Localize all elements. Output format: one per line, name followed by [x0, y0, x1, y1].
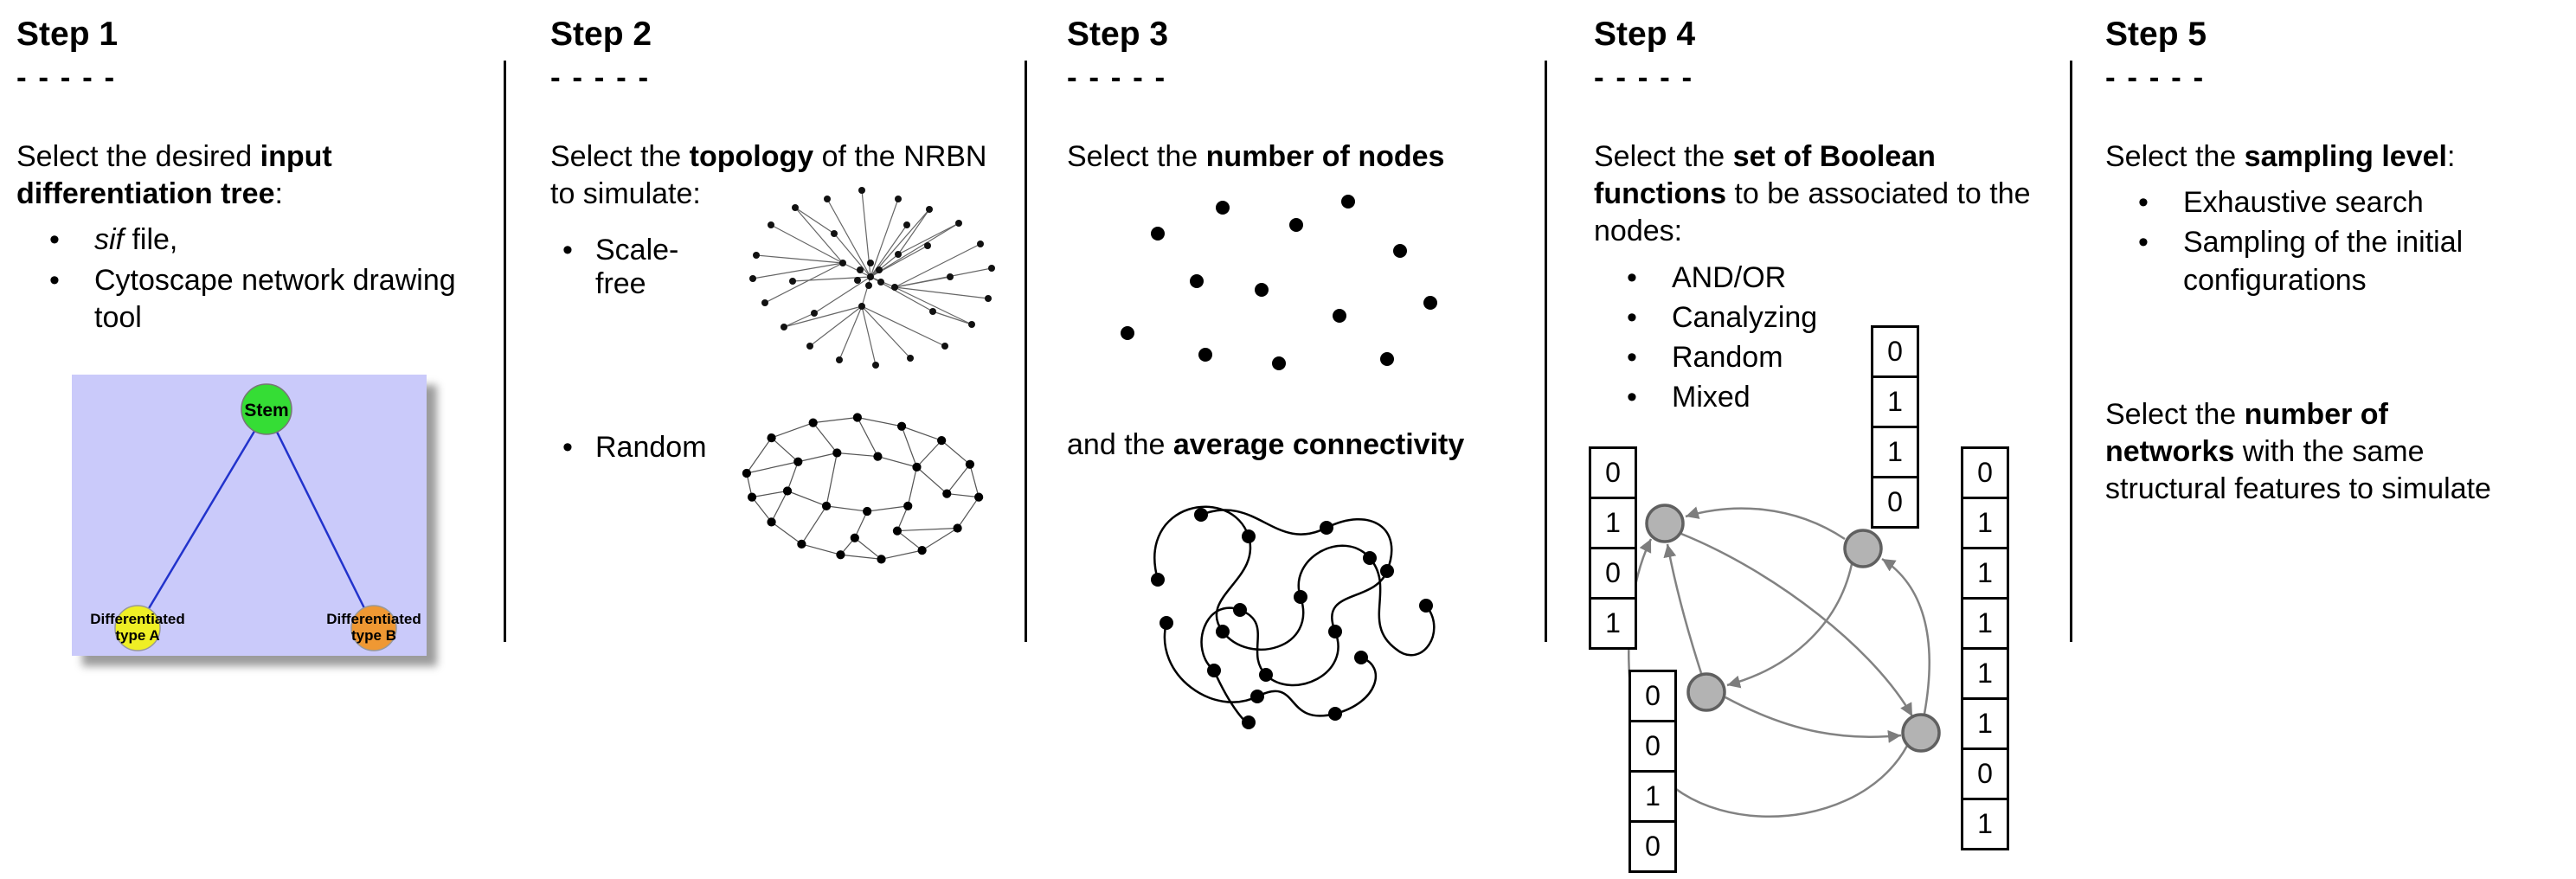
divider-2	[1025, 61, 1027, 642]
boolean-node-1	[1645, 504, 1685, 543]
step-1-title: Step 1	[16, 16, 119, 53]
tree-edge-stem-to-a	[136, 410, 268, 628]
boolean-network-figure: 0 1 0 1 0 1 1 0 0 0 1 0 0 1 1 1 1 1 0 1	[1589, 325, 2027, 879]
step-2-scale-free-row: Scale-free	[550, 187, 1013, 382]
truth-table-cell: 1	[1961, 597, 2009, 651]
nodes-dots-graphic	[1121, 195, 1437, 371]
truth-table-cell: 1	[1961, 547, 2009, 600]
step-3-column: Step 3 - - - - - Select the number of no…	[1067, 16, 1539, 735]
truth-table-cell: 0	[1589, 547, 1637, 600]
step-5-bullet-exhaustive: Exhaustive search	[2138, 184, 2573, 221]
stem-node-label: Stem	[244, 401, 288, 420]
truth-table-cell: 0	[1628, 820, 1677, 874]
step-1-bullet-sif-file: sif file,	[49, 221, 484, 259]
truth-table-cell: 0	[1628, 670, 1677, 723]
step-5-dash-line: - - - - -	[2105, 61, 2206, 94]
step-1-intro: Select the desired input differentiation…	[16, 140, 332, 211]
step-2-column: Step 2 - - - - - Select the topology of …	[550, 16, 1013, 584]
truth-table-cell: 0	[1961, 446, 2009, 500]
truth-table-bottom-left: 0 0 1 0	[1628, 670, 1677, 874]
truth-table-cell: 1	[1871, 426, 1919, 479]
type-a-label-line1: Differentiated	[90, 611, 185, 627]
boolean-node-2	[1843, 529, 1883, 568]
step-5-second-paragraph: Select the number of networks with the s…	[2105, 397, 2491, 506]
boolean-node-4	[1901, 713, 1941, 753]
step-3-line1: Select the number of nodes	[1067, 140, 1445, 173]
step-2-bullet-scale-free: Scale-free	[550, 234, 728, 301]
connectivity-graphic	[1151, 505, 1436, 730]
step-2-intro: Select the topology of the NRBN to simul…	[550, 140, 987, 211]
tree-edge-stem-to-b	[265, 410, 376, 628]
step-2-dash-line: - - - - -	[550, 61, 651, 94]
truth-table-cell: 1	[1589, 597, 1637, 651]
step-3-dash-line: - - - - -	[1067, 61, 1167, 94]
type-b-node	[350, 605, 397, 651]
type-b-label-line1: Differentiated	[326, 611, 421, 627]
step-2-title: Step 2	[550, 16, 652, 53]
step-5-column: Step 5 - - - - - Select the sampling lev…	[2105, 16, 2573, 508]
divider-1	[504, 61, 506, 642]
truth-table-cell: 1	[1961, 497, 2009, 550]
truth-table-cell: 0	[1871, 325, 1919, 379]
step-4-column: Step 4 - - - - - Select the set of Boole…	[1589, 16, 2052, 879]
truth-table-cell: 1	[1871, 375, 1919, 429]
truth-table-cell: 0	[1628, 720, 1677, 773]
step-5-bullet-sampling: Sampling of the initial configurations	[2138, 224, 2573, 298]
step-5-bullet-list: Exhaustive search Sampling of the initia…	[2105, 184, 2573, 299]
truth-table-top: 0 1 1 0	[1871, 325, 1919, 529]
truth-table-cell: 1	[1589, 497, 1637, 550]
truth-table-cell: 1	[1961, 647, 2009, 701]
stem-node	[241, 383, 292, 435]
step-3-line2: and the average connectivity	[1067, 428, 1465, 462]
step-4-bullet-list: AND/OR Canalyzing Random Mixed	[1594, 260, 2052, 417]
step-4-title: Step 4	[1594, 16, 1696, 53]
type-a-label-line2: type A	[115, 627, 159, 644]
truth-table-right: 0 1 1 1 1 1 0 1	[1961, 446, 2009, 851]
scale-free-network-graphic	[749, 187, 995, 369]
step-4-bullet-mixed: Mixed	[1627, 379, 2052, 416]
step-3-title: Step 3	[1067, 16, 1169, 53]
random-network-graphic	[742, 413, 984, 564]
step-1-bullet-list: sif file, Cytoscape network drawing tool	[16, 221, 484, 337]
truth-table-cell: 1	[1961, 798, 2009, 851]
step-4-bullet-and-or: AND/OR	[1627, 260, 2052, 297]
step-4-bullet-canalyzing: Canalyzing	[1627, 299, 2052, 337]
boolean-node-3	[1686, 672, 1726, 712]
truth-table-cell: 0	[1961, 747, 2009, 801]
step-4-intro: Select the set of Boolean functions to b…	[1594, 140, 2031, 248]
step-1-dash-line: - - - - -	[16, 61, 117, 94]
type-b-label-line2: type B	[351, 627, 396, 644]
step-1-bullet-cytoscape: Cytoscape network drawing tool	[49, 262, 484, 337]
step-2-bullet-random: Random	[550, 431, 728, 465]
divider-3	[1545, 61, 1547, 642]
truth-table-left: 0 1 0 1	[1589, 446, 1637, 651]
differentiation-tree-graphic: Stem Differentiated type A Differentiate…	[90, 383, 421, 651]
step-5-title: Step 5	[2105, 16, 2207, 53]
truth-table-cell: 0	[1871, 476, 1919, 529]
step-4-dash-line: - - - - -	[1594, 61, 1694, 94]
divider-4	[2070, 61, 2072, 642]
type-a-node	[114, 605, 161, 651]
truth-table-cell: 1	[1961, 697, 2009, 751]
differentiation-tree-image: Stem Differentiated type A Differentiate…	[72, 374, 427, 656]
step-4-bullet-random: Random	[1627, 339, 2052, 376]
step-1-column: Step 1 - - - - - Select the desired inpu…	[16, 16, 484, 656]
truth-table-cell: 1	[1628, 770, 1677, 824]
step-2-random-row: Random	[550, 413, 1013, 584]
step-5-intro: Select the sampling level:	[2105, 140, 2456, 173]
truth-table-cell: 0	[1589, 446, 1637, 500]
